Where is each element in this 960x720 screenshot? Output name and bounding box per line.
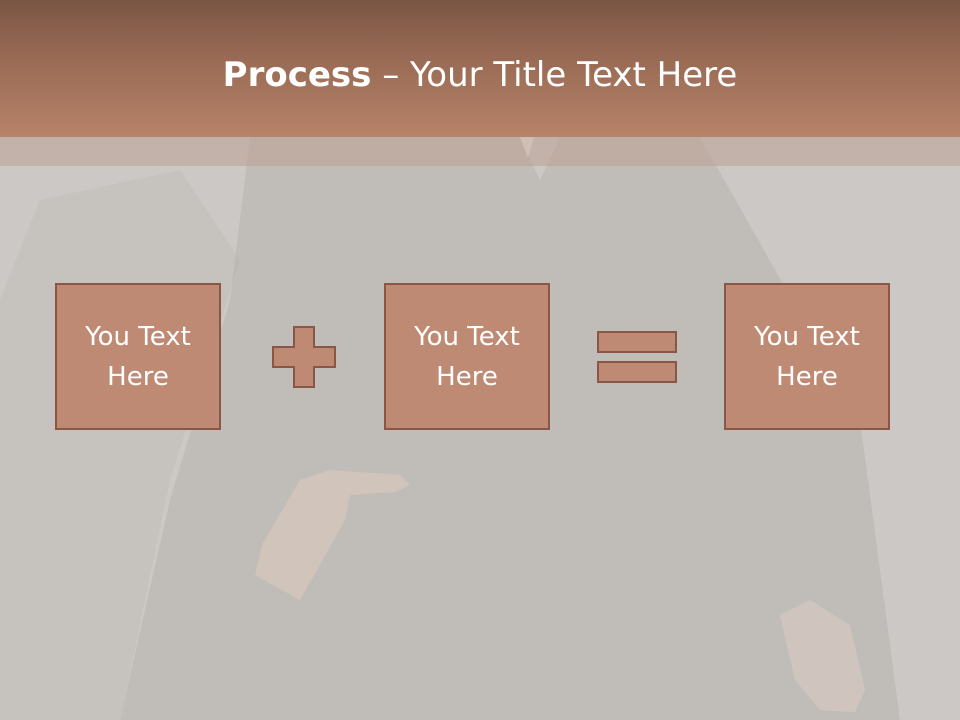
process-box-1[interactable]: You Text Here [55, 283, 221, 430]
title-dash: – [371, 55, 411, 95]
process-box-3[interactable]: You Text Here [724, 283, 890, 430]
title-rest-text: Your Title Text Here [410, 55, 738, 95]
process-box-2-text: You Text Here [414, 321, 520, 392]
process-box-3-text: You Text Here [754, 321, 860, 392]
title-bar [0, 0, 960, 137]
title-bold-text: Process [222, 55, 372, 95]
equals-icon [597, 331, 677, 383]
process-box-1-text: You Text Here [85, 321, 191, 392]
plus-icon [272, 326, 336, 388]
title-bar-band [0, 137, 960, 166]
process-box-2[interactable]: You Text Here [384, 283, 550, 430]
slide-title: Process – Your Title Text Here [0, 52, 960, 98]
